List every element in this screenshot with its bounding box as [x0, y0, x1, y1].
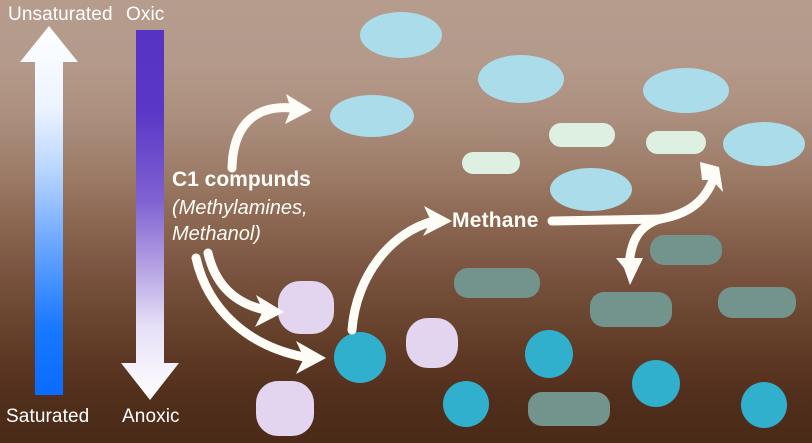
moisture-gauge-bottom-label: Saturated	[6, 406, 90, 427]
c1-compounds-subtitle-line1: (Methylamines,	[172, 197, 308, 219]
arrowhead-c1-up	[285, 94, 312, 124]
c1-compounds-subtitle-line2: Methanol)	[172, 223, 261, 245]
arrowhead-to-methane	[423, 206, 452, 236]
moisture-gauge-arrow	[20, 26, 78, 395]
arrow-c1-to-anaerobic-1	[203, 248, 270, 315]
oxygen-gauge-top-label: Oxic	[126, 4, 165, 25]
arrow-c1-to-aerobic-up	[227, 103, 297, 173]
arrowhead-methane-down	[616, 258, 643, 285]
moisture-gauge-top-label: Unsaturated	[8, 4, 113, 25]
arrow-methanogen-to-methane	[347, 216, 439, 335]
arrow-methane-trunk	[547, 214, 665, 226]
arrowhead-methane-up	[700, 162, 723, 192]
c1-compounds-title: C1 compunds	[172, 168, 311, 191]
arrow-c1-to-anaerobic-2	[191, 253, 309, 362]
arrowhead-c1-down-1	[255, 295, 284, 327]
arrow-methane-to-oxic-up	[655, 175, 718, 224]
oxygen-gauge-bottom-label: Anoxic	[122, 406, 180, 427]
methane-label: Methane	[452, 209, 539, 232]
arrowhead-c1-down-2	[296, 341, 326, 374]
oxygen-gauge-arrow	[121, 30, 179, 400]
